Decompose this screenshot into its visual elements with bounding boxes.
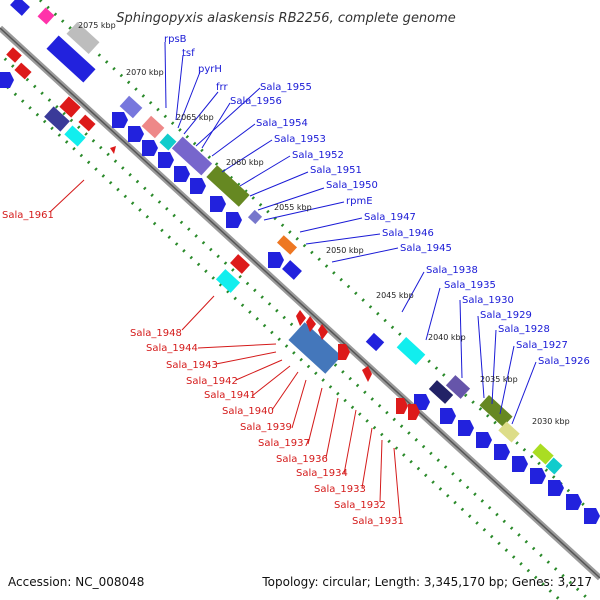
gene-label: Sala_1948 <box>130 328 182 339</box>
gene-label: Sala_1955 <box>260 82 312 93</box>
gene-label: Sala_1939 <box>240 422 292 433</box>
map-title: Sphingopyxis alaskensis RB2256, complete… <box>116 11 456 26</box>
gene-label: Sala_1927 <box>516 340 568 351</box>
gene-label: Sala_1934 <box>296 468 348 479</box>
gene-label: Sala_1961 <box>2 210 54 221</box>
gene-label: frr <box>216 82 228 93</box>
gene-label: rpsB <box>164 34 187 45</box>
tick-label: 2050 kbp <box>326 246 364 255</box>
gene-label: Sala_1946 <box>382 228 434 239</box>
gene-label: Sala_1932 <box>334 500 386 511</box>
blue-gene-labels: rpsB tsf pyrH frr Sala_1955 Sala_1956 Sa… <box>164 34 590 367</box>
gene-label: Sala_1947 <box>364 212 416 223</box>
gene-label: Sala_1935 <box>444 280 496 291</box>
tick-label: 2045 kbp <box>376 291 414 300</box>
gene-label: Sala_1931 <box>352 516 404 527</box>
gene-label: Sala_1937 <box>258 438 310 449</box>
tick-label: 2075 kbp <box>78 21 116 30</box>
backbone <box>0 25 600 581</box>
reverse-gene-arrows <box>110 146 420 420</box>
gene-label: Sala_1952 <box>292 150 344 161</box>
gene-label: Sala_1928 <box>498 324 550 335</box>
gene-features <box>6 0 563 475</box>
gene-label: Sala_1945 <box>400 243 452 254</box>
gene-label: Sala_1956 <box>230 96 282 107</box>
gene-label: Sala_1954 <box>256 118 308 129</box>
gene-label: Sala_1943 <box>166 360 218 371</box>
tick-label: 2030 kbp <box>532 417 570 426</box>
gene-label: Sala_1944 <box>146 343 198 354</box>
gene-label: Sala_1950 <box>326 180 378 191</box>
gene-label: Sala_1938 <box>426 265 478 276</box>
gene-label: Sala_1942 <box>186 376 238 387</box>
kbp-ticks: 2075 kbp 2070 kbp 2065 kbp 2060 kbp 2055… <box>78 21 570 426</box>
gene-label: Sala_1940 <box>222 406 274 417</box>
red-gene-labels: Sala_1961 Sala_1948 Sala_1944 Sala_1943 … <box>2 210 404 527</box>
topology-text: Topology: circular; Length: 3,345,170 bp… <box>261 575 592 589</box>
gene-label: pyrH <box>198 64 222 75</box>
tick-label: 2055 kbp <box>274 203 312 212</box>
gene-label: rpmE <box>346 196 373 207</box>
tick-label: 2070 kbp <box>126 68 164 77</box>
forward-gene-arrows <box>0 72 600 524</box>
gene-label: Sala_1926 <box>538 356 590 367</box>
gene-label: Sala_1929 <box>480 310 532 321</box>
gene-label: Sala_1933 <box>314 484 366 495</box>
gene-label: Sala_1930 <box>462 295 514 306</box>
red-leaders <box>49 179 401 519</box>
gene-label: Sala_1941 <box>204 390 256 401</box>
gene-label: Sala_1951 <box>310 165 362 176</box>
tick-label: 2060 kbp <box>226 158 264 167</box>
gene-label: tsf <box>182 48 195 59</box>
tick-label: 2065 kbp <box>176 113 214 122</box>
accession-text: Accession: NC_008048 <box>8 575 144 589</box>
tick-label: 2035 kbp <box>480 375 518 384</box>
gene-label: Sala_1936 <box>276 454 328 465</box>
gene-label: Sala_1953 <box>274 134 326 145</box>
blue-leaders <box>164 41 537 425</box>
tick-label: 2040 kbp <box>428 333 466 342</box>
